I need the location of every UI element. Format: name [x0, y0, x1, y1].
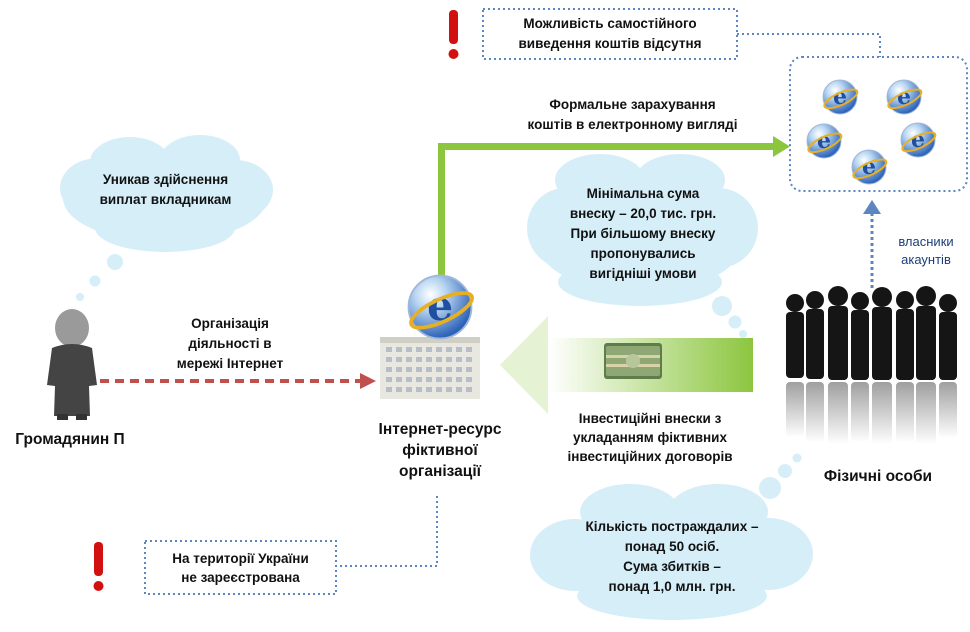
citizen-label: Громадянин П	[15, 431, 125, 448]
warning-bottom-text: На території України не зареєстрована	[172, 551, 309, 585]
warning-connector	[737, 33, 881, 57]
ie-globe-icon	[404, 273, 479, 341]
warning-box-border	[482, 8, 738, 60]
cloud-victims	[530, 453, 813, 620]
building-icon	[380, 337, 480, 399]
account-owners-label: власники акаунтів	[898, 234, 954, 267]
individuals-label: Фізичні особи	[823, 468, 933, 485]
resource-label: Інтернет-ресурс фіктивної організації	[378, 421, 502, 480]
warning-icon	[93, 542, 104, 591]
organization-label: Організація діяльності в мережі Інтернет	[176, 316, 284, 371]
money-icon	[604, 343, 662, 379]
bottom-connector	[337, 496, 438, 567]
formal-transfer-arrow	[438, 136, 790, 305]
owners-arrow	[863, 200, 881, 288]
warning-icon	[448, 10, 459, 59]
people-silhouette-icon	[786, 286, 957, 444]
investments-label: Інвестиційні внески з укладанням фіктивн…	[567, 411, 733, 464]
cloud-min-sum	[527, 154, 758, 338]
formal-transfer-label: Формальне зарахування коштів в електронн…	[527, 97, 738, 132]
person-icon	[47, 309, 97, 420]
cloud-payments	[60, 135, 273, 301]
cloud-payments-text: Уникав здійснення виплат вкладникам	[99, 172, 232, 207]
cloud-min-sum-text: Мінімальна сума внеску – 20,0 тис. грн. …	[569, 186, 717, 281]
organization-arrow	[100, 373, 376, 389]
bottom-warning-border	[144, 540, 337, 595]
cloud-victims-text: Кількість постраждалих – понад 50 осіб. …	[585, 519, 759, 594]
warning-top-text: Можливість самостійного виведення коштів…	[518, 16, 702, 51]
